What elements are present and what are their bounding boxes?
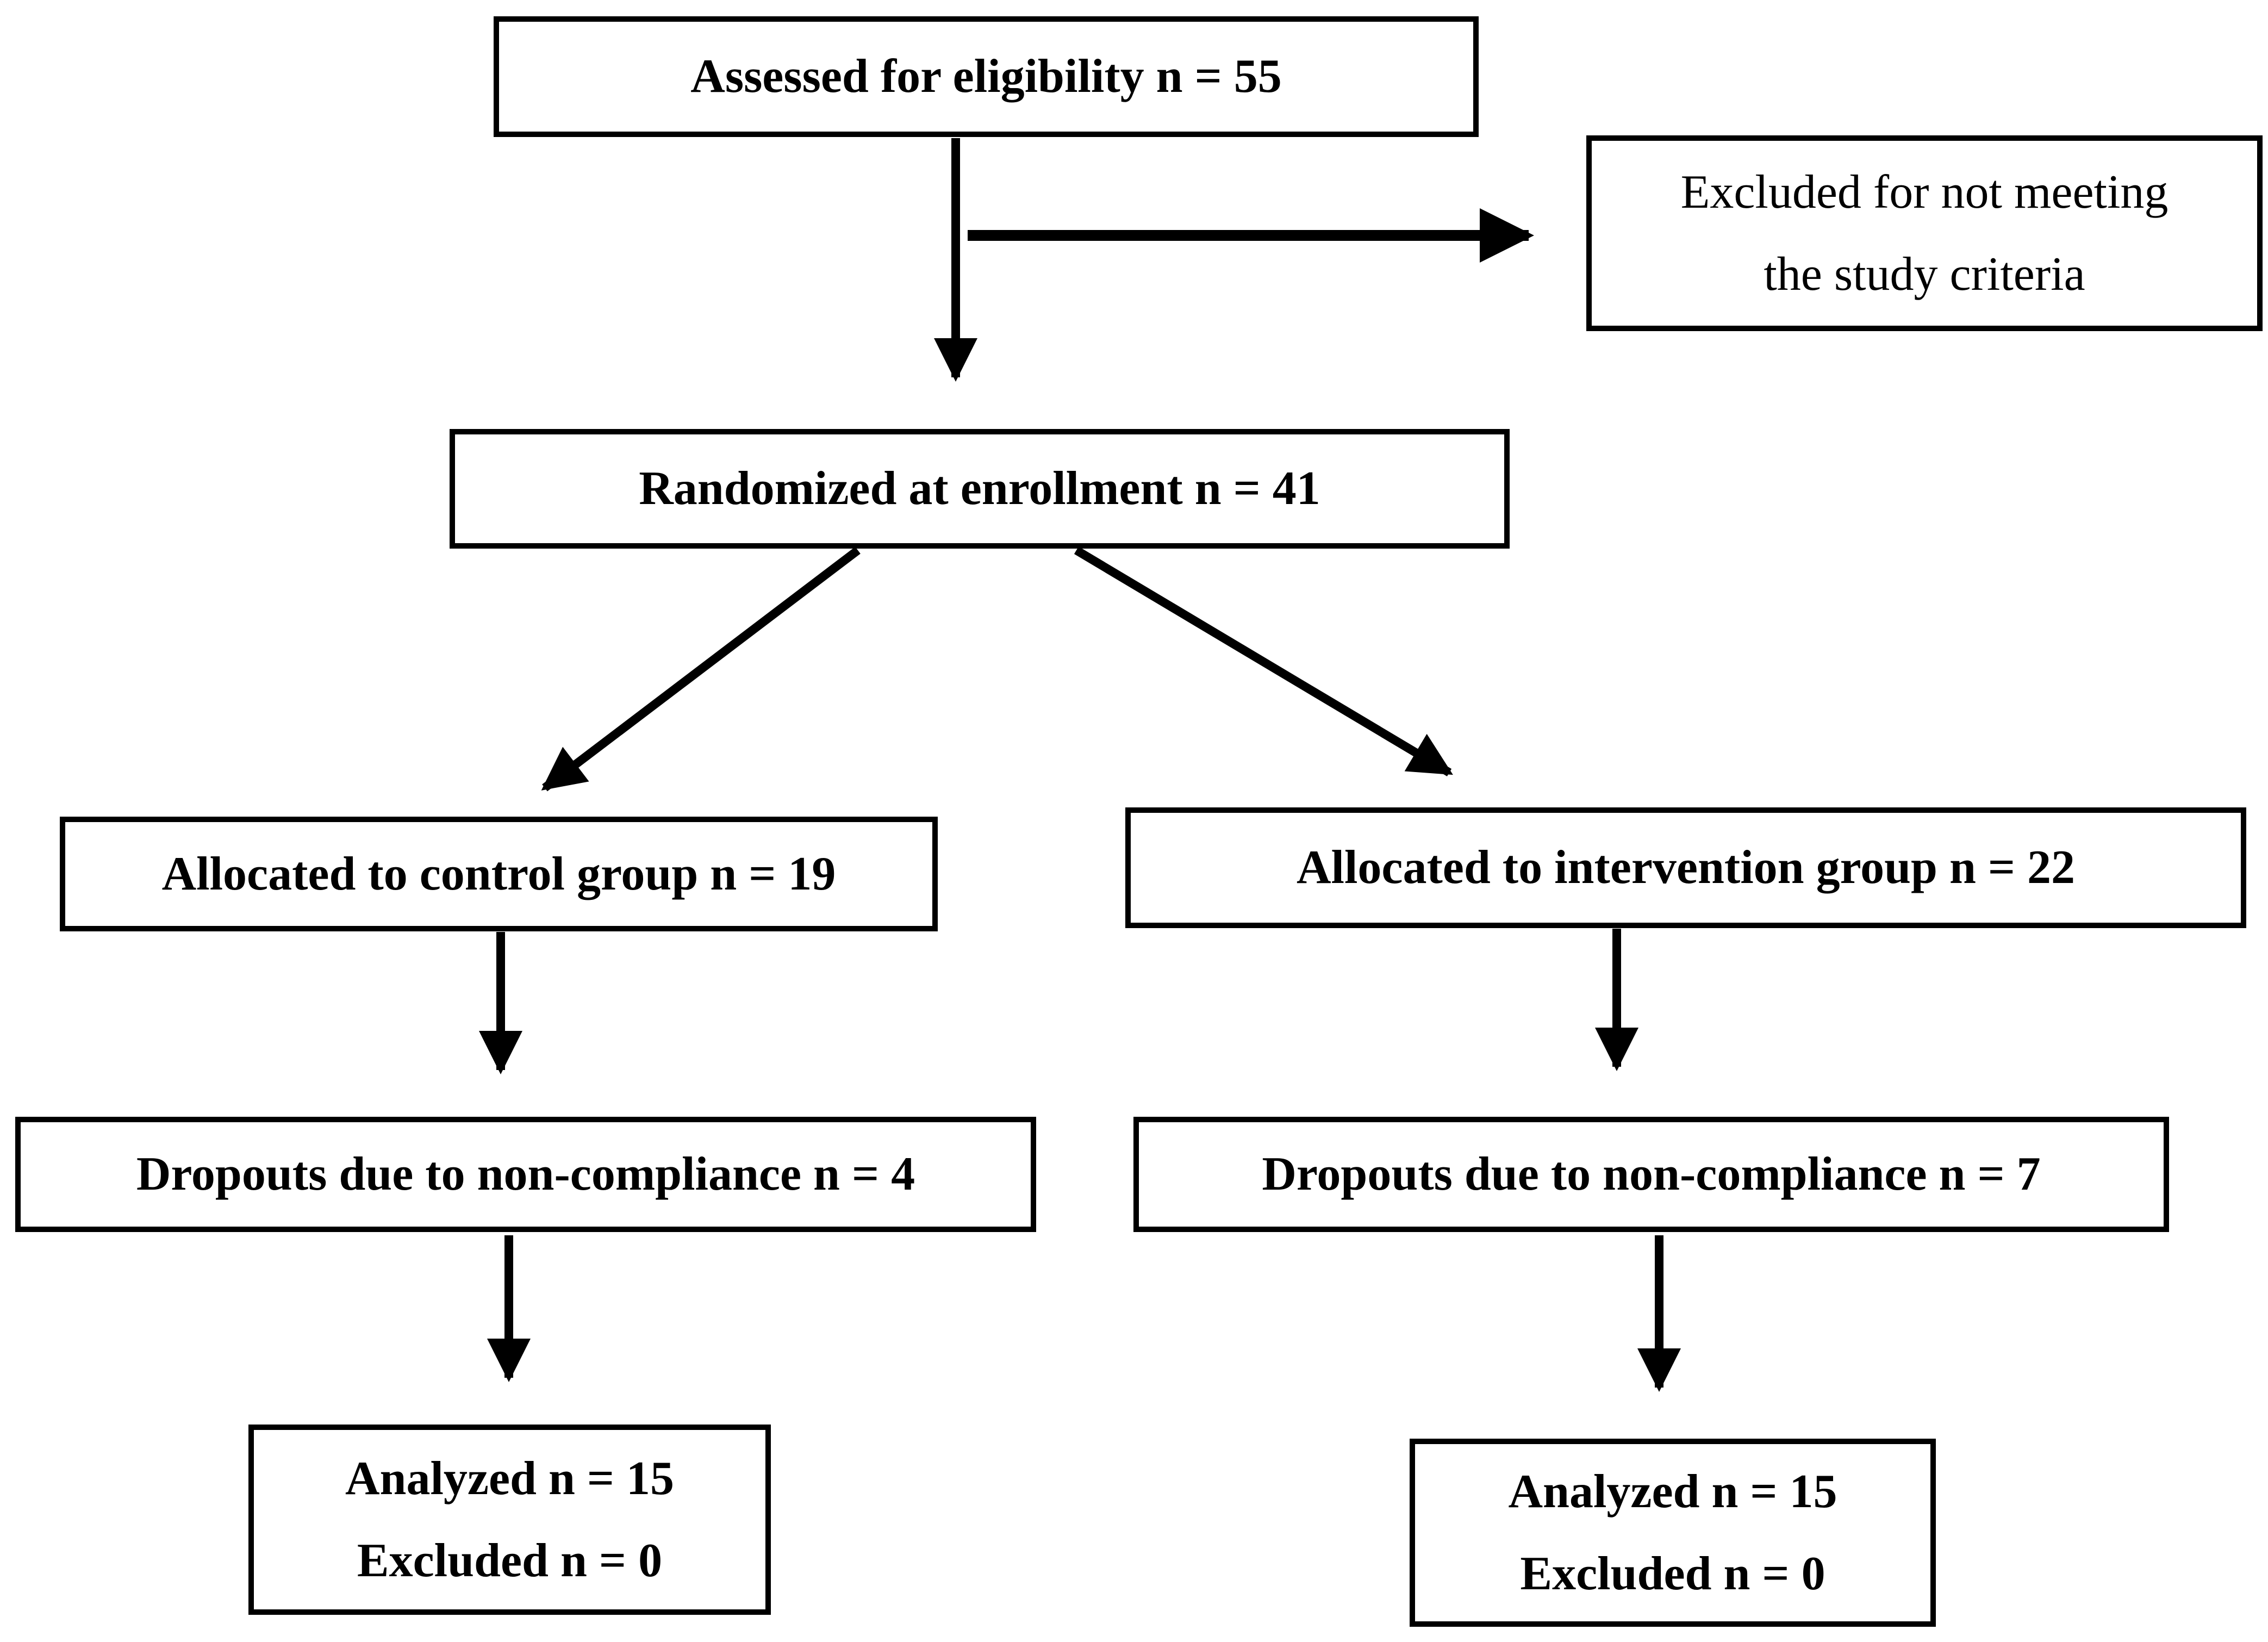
allocated-intervention-label: Allocated to intervention group n = 22 [1296, 841, 2076, 894]
randomized-label: Randomized at enrollment n = 41 [639, 462, 1320, 515]
analyzed-intervention-line1: Analyzed n = 15 [1508, 1465, 1837, 1518]
excluded-box: Excluded for not meeting the study crite… [1586, 135, 2263, 331]
dropouts-control-box: Dropouts due to non-compliance n = 4 [15, 1117, 1036, 1232]
assessed-for-eligibility-box: Assessed for eligibility n = 55 [494, 16, 1479, 137]
allocated-intervention-box: Allocated to intervention group n = 22 [1125, 807, 2246, 928]
assessed-label: Assessed for eligibility n = 55 [690, 50, 1282, 103]
allocated-control-box: Allocated to control group n = 19 [60, 817, 938, 931]
analyzed-control-line2: Excluded n = 0 [357, 1534, 663, 1587]
analyzed-control-box: Analyzed n = 15 Excluded n = 0 [248, 1425, 771, 1615]
allocated-control-label: Allocated to control group n = 19 [161, 847, 836, 900]
dropouts-intervention-box: Dropouts due to non-compliance n = 7 [1133, 1117, 2169, 1232]
arrow-randomized-to-intervention [1074, 546, 1453, 776]
dropouts-control-label: Dropouts due to non-compliance n = 4 [136, 1148, 915, 1201]
analyzed-control-line1: Analyzed n = 15 [345, 1452, 675, 1505]
dropouts-intervention-label: Dropouts due to non-compliance n = 7 [1262, 1148, 2041, 1201]
analyzed-intervention-box: Analyzed n = 15 Excluded n = 0 [1410, 1439, 1936, 1627]
analyzed-intervention-line2: Excluded n = 0 [1520, 1547, 1825, 1600]
excluded-line2: the study criteria [1764, 248, 2085, 301]
randomized-box: Randomized at enrollment n = 41 [450, 429, 1510, 549]
arrow-randomized-to-control [541, 546, 861, 792]
excluded-line1: Excluded for not meeting [1680, 165, 2169, 219]
